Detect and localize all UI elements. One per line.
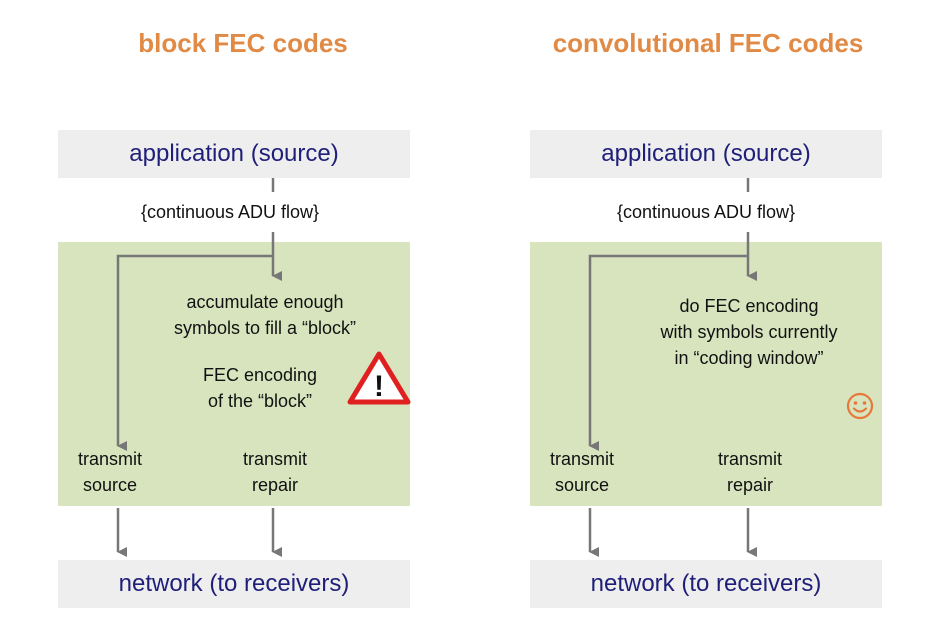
warning-exclamation: !	[374, 370, 384, 403]
right-transmit-source-line2: source	[554, 475, 610, 495]
left-transmit-source-line2: source	[82, 475, 138, 495]
right-transmit-repair-line2: repair	[726, 475, 774, 495]
left-application-box: application (source)	[58, 130, 410, 178]
right-transmit-source: transmit source	[522, 446, 642, 498]
warning-triangle-icon: !	[347, 351, 411, 405]
left-transmit-repair-line1: transmit	[242, 449, 307, 469]
left-transmit-source: transmit source	[50, 446, 170, 498]
right-encoding-line3: in “coding window”	[674, 348, 824, 368]
right-flow-label: {continuous ADU flow}	[616, 202, 796, 222]
left-encoding-text: FEC encoding of the “block”	[170, 362, 350, 414]
left-encoding-line1: FEC encoding	[202, 365, 318, 385]
right-transmit-repair: transmit repair	[690, 446, 810, 498]
right-transmit-source-line1: transmit	[549, 449, 614, 469]
left-network-box: network (to receivers)	[58, 560, 410, 608]
right-application-box: application (source)	[530, 130, 882, 178]
right-transmit-repair-line1: transmit	[717, 449, 782, 469]
right-encoding-text: do FEC encoding with symbols currently i…	[614, 293, 884, 371]
right-network-box: network (to receivers)	[530, 560, 882, 608]
left-accumulate-line2: symbols to fill a “block”	[173, 318, 357, 338]
left-accumulate-line1: accumulate enough	[186, 292, 344, 312]
left-transmit-repair: transmit repair	[215, 446, 335, 498]
right-encoding-line2: with symbols currently	[660, 322, 838, 342]
left-accumulate-text: accumulate enough symbols to fill a “blo…	[130, 289, 400, 341]
convolutional-fec-title: convolutional FEC codes	[552, 28, 864, 58]
left-flow-label: {continuous ADU flow}	[140, 202, 320, 222]
left-encoding-line2: of the “block”	[207, 391, 313, 411]
left-transmit-repair-line2: repair	[251, 475, 299, 495]
right-encoding-line1: do FEC encoding	[679, 296, 819, 316]
left-transmit-source-line1: transmit	[77, 449, 142, 469]
block-fec-title: block FEC codes	[138, 28, 348, 58]
smiley-face-icon	[846, 392, 874, 420]
